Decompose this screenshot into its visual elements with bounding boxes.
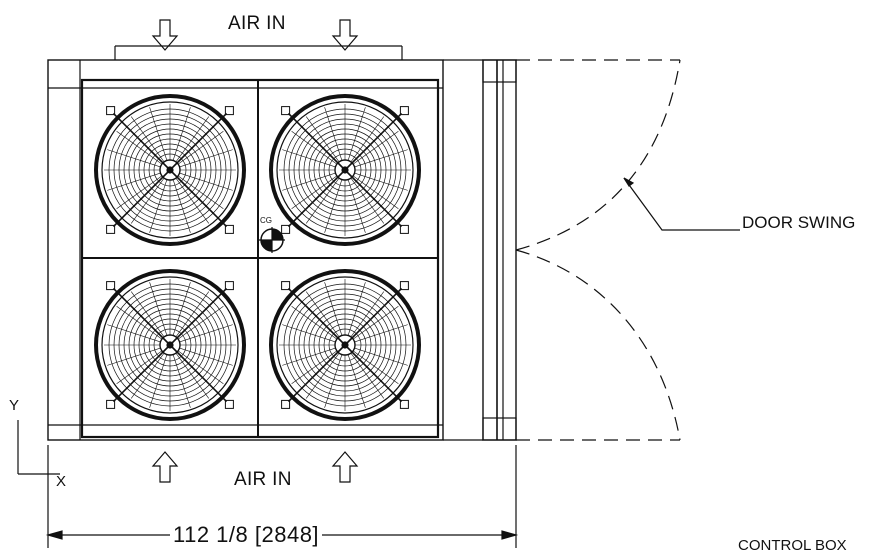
axis-x-label: X — [56, 473, 67, 490]
door-swing-leader — [623, 177, 740, 231]
control-box-label: CONTROL BOX — [738, 537, 847, 554]
fan-bottom-right — [269, 269, 421, 421]
door-swing-label: DOOR SWING — [742, 213, 856, 232]
control-box-column — [443, 59, 517, 441]
fan-bottom-left — [94, 269, 246, 421]
fan-top-right — [269, 94, 421, 246]
air-in-arrow-icon — [151, 19, 179, 51]
axis-indicator — [17, 420, 60, 475]
cg-label: CG — [260, 216, 272, 225]
cg-marker: CG — [259, 216, 285, 253]
axis-y-label: Y — [9, 397, 20, 414]
airflow-arrows-bottom — [151, 451, 359, 483]
width-dimension-label: 112 1/8 [2848] — [170, 524, 323, 546]
air-in-arrow-icon — [331, 19, 359, 51]
air-in-label-bottom: AIR IN — [234, 469, 292, 490]
unit-housing — [47, 59, 444, 441]
door-swing-path — [515, 59, 681, 441]
air-in-label-top: AIR IN — [228, 13, 286, 34]
air-in-arrow-icon — [151, 451, 179, 483]
fan-group — [94, 94, 421, 421]
air-in-arrow-icon — [331, 451, 359, 483]
fan-top-left — [94, 94, 246, 246]
airflow-arrows-top — [151, 19, 359, 51]
